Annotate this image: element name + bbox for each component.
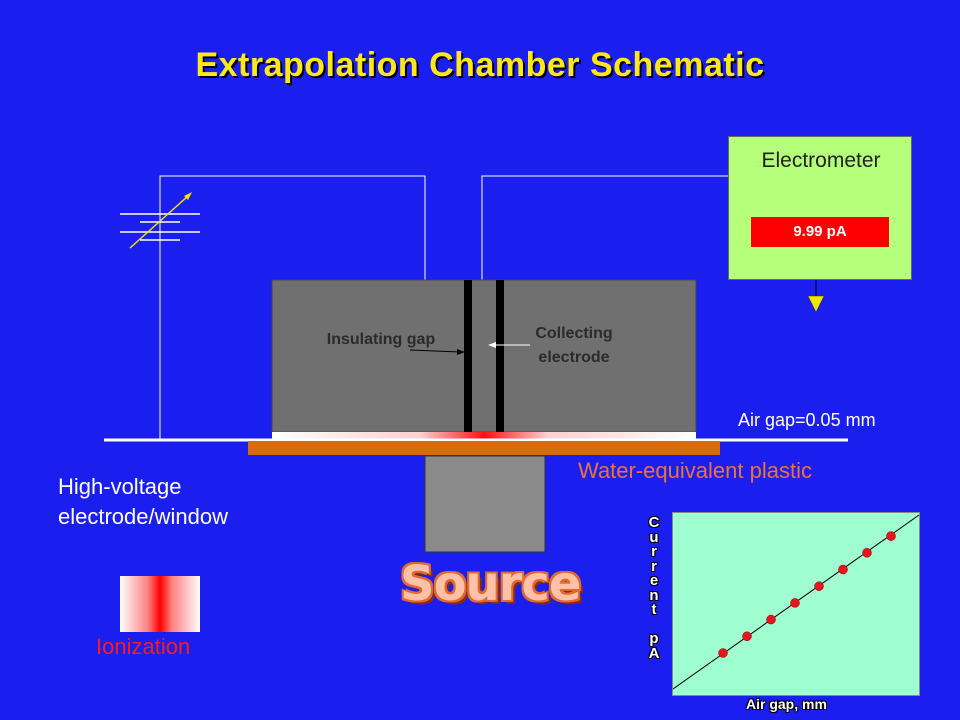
high-voltage-line2: electrode/window	[58, 504, 228, 529]
ionization-swatch	[120, 576, 200, 632]
high-voltage-line1: High-voltage	[58, 474, 182, 499]
high-voltage-label: High-voltage electrode/window	[58, 472, 228, 532]
inset-plot	[672, 512, 920, 696]
electrode-bar-right	[496, 280, 504, 432]
collecting-electrode-label: Collecting electrode	[535, 325, 613, 366]
electrometer-display: 9.99 pA	[751, 217, 889, 247]
insulating-gap-label: Insulating gap	[326, 331, 436, 348]
ground-arrow-icon	[807, 295, 825, 313]
data-point	[718, 648, 728, 658]
electrometer-box: Electrometer 9.99 pA	[728, 136, 912, 280]
electrode-bar-left	[464, 280, 472, 432]
ionization-label: Ionization	[96, 634, 191, 659]
air-gap-label: Air gap=0.05 mm	[738, 410, 876, 430]
y-axis-label-char: u	[649, 528, 659, 546]
air-gap-strip	[272, 432, 696, 440]
source-block	[424, 455, 546, 553]
source-label: Source	[400, 556, 581, 612]
data-point	[814, 581, 824, 591]
plastic-slab	[248, 441, 720, 455]
data-point	[766, 614, 776, 625]
data-points	[718, 531, 896, 658]
electrometer-title: Electrometer	[761, 149, 881, 172]
y-axis-label-char: r	[651, 543, 657, 560]
y-axis-label-char: A	[648, 644, 660, 662]
y-axis-label-char: n	[649, 586, 659, 604]
plastic-label: Water-equivalent plastic	[578, 458, 812, 483]
data-point	[862, 548, 872, 558]
variable-battery-icon	[120, 192, 200, 249]
hv-wire	[159, 175, 426, 440]
page-title: Extrapolation Chamber Schematic	[195, 46, 765, 84]
inset-plot-svg	[673, 514, 920, 690]
data-point	[790, 598, 800, 608]
data-point	[886, 531, 896, 541]
y-axis-label-char: r	[651, 557, 657, 575]
chamber-body	[271, 279, 697, 433]
data-point	[742, 631, 752, 642]
y-axis-label-char: p	[649, 630, 659, 647]
data-point	[838, 564, 848, 575]
y-axis-label-char: C	[648, 514, 660, 531]
signal-wire	[481, 175, 728, 280]
y-axis-label-char: t	[651, 601, 657, 618]
x-axis-label: Air gap, mm	[746, 696, 827, 712]
y-axis-label-char: e	[649, 572, 659, 589]
